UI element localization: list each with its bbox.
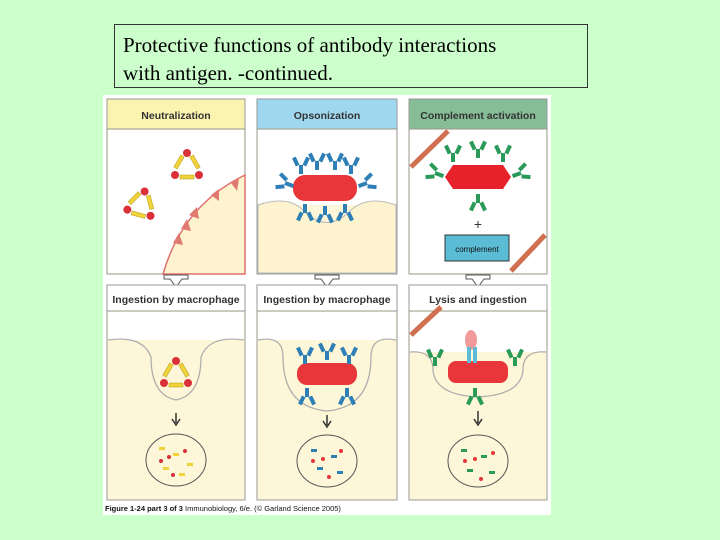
figure-caption: Figure 1-24 part 3 of 3 Immunobiology, 6… xyxy=(105,504,341,513)
panel-lysis-ingestion: Lysis and ingestion xyxy=(408,284,548,501)
slide-title-line-1: Protective functions of antibody interac… xyxy=(123,33,497,57)
ingestion-label-1: Ingestion by macrophage xyxy=(112,294,239,306)
panel-complement-activation: Complement activation + complement xyxy=(408,98,548,275)
ingestion-label-2: Ingestion by macrophage xyxy=(263,294,390,306)
figure-svg: Neutralization Opsonization xyxy=(105,98,548,513)
complement-activation-label: Complement activation xyxy=(420,110,536,122)
opsonization-label: Opsonization xyxy=(294,110,361,122)
complement-label: complement xyxy=(455,245,499,254)
lysis-label: Lysis and ingestion xyxy=(429,294,527,306)
caption-rest: Immunobiology, 6/e. (© Garland Science 2… xyxy=(183,504,341,513)
plus-sign: + xyxy=(474,216,482,232)
caption-bold: Figure 1-24 part 3 of 3 xyxy=(105,504,183,513)
neutralization-label: Neutralization xyxy=(141,110,210,122)
panel-ingestion-1: Ingestion by macrophage xyxy=(106,284,246,501)
panel-ingestion-2: Ingestion by macrophage xyxy=(256,284,398,501)
panel-neutralization: Neutralization xyxy=(106,98,246,275)
panel-opsonization: Opsonization xyxy=(256,98,398,275)
slide-title-line-2: with antigen. -continued. xyxy=(123,61,333,85)
immunology-figure: Neutralization Opsonization xyxy=(103,95,551,515)
slide-title: Protective functions of antibody interac… xyxy=(114,24,588,88)
